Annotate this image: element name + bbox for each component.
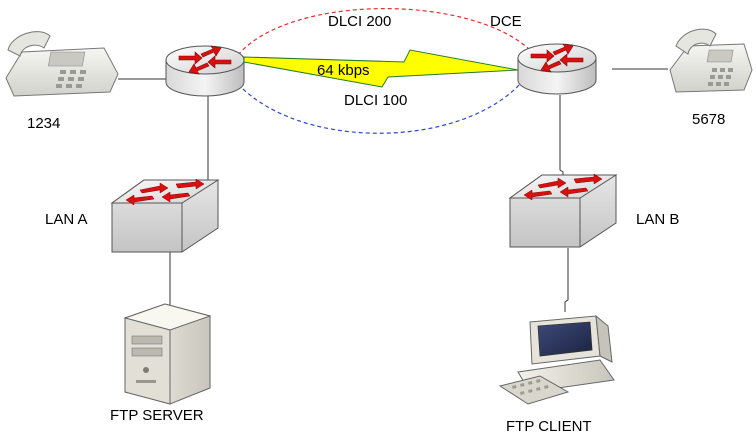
ftp-server-label: FTP SERVER bbox=[110, 407, 204, 424]
lan-b-label: LAN B bbox=[636, 211, 679, 228]
switch-arrows-icon bbox=[125, 178, 205, 206]
handset-icon bbox=[675, 28, 717, 55]
ftp-server-tower[interactable] bbox=[123, 303, 212, 405]
phone-5678[interactable] bbox=[669, 28, 753, 93]
lan-b-to-client-link bbox=[564, 248, 569, 312]
ftp-client-label: FTP CLIENT bbox=[506, 418, 592, 434]
switch-lan-b[interactable] bbox=[508, 173, 618, 248]
lan-a-label: LAN A bbox=[45, 211, 88, 228]
phone-left-number-label: 1234 bbox=[27, 115, 60, 132]
switch-lan-a[interactable] bbox=[110, 178, 220, 253]
router-arrows-icon bbox=[178, 45, 232, 75]
dlci-100-virtual-circuit bbox=[237, 81, 523, 134]
ftp-client-pc[interactable] bbox=[498, 314, 615, 405]
keypad-icon bbox=[708, 68, 733, 86]
links bbox=[118, 68, 668, 312]
dce-label: DCE bbox=[490, 13, 522, 30]
router-a[interactable] bbox=[165, 45, 245, 97]
serial-link-bolt bbox=[243, 49, 519, 88]
dlci-100-label: DLCI 100 bbox=[344, 92, 407, 109]
keypad-icon bbox=[56, 70, 86, 88]
dlci-200-virtual-circuit bbox=[237, 8, 531, 56]
switch-arrows-icon bbox=[523, 173, 603, 201]
handset-icon bbox=[7, 31, 51, 57]
router-b[interactable] bbox=[517, 43, 597, 95]
link-speed-label: 64 kbps bbox=[317, 62, 370, 79]
phone-right-number-label: 5678 bbox=[692, 111, 725, 128]
phone-1234[interactable] bbox=[5, 31, 119, 97]
dlci-200-label: DLCI 200 bbox=[328, 13, 391, 30]
router-b-to-lan-b-link bbox=[559, 95, 564, 180]
keyboard-icon bbox=[498, 375, 570, 405]
router-arrows-icon bbox=[530, 43, 584, 73]
